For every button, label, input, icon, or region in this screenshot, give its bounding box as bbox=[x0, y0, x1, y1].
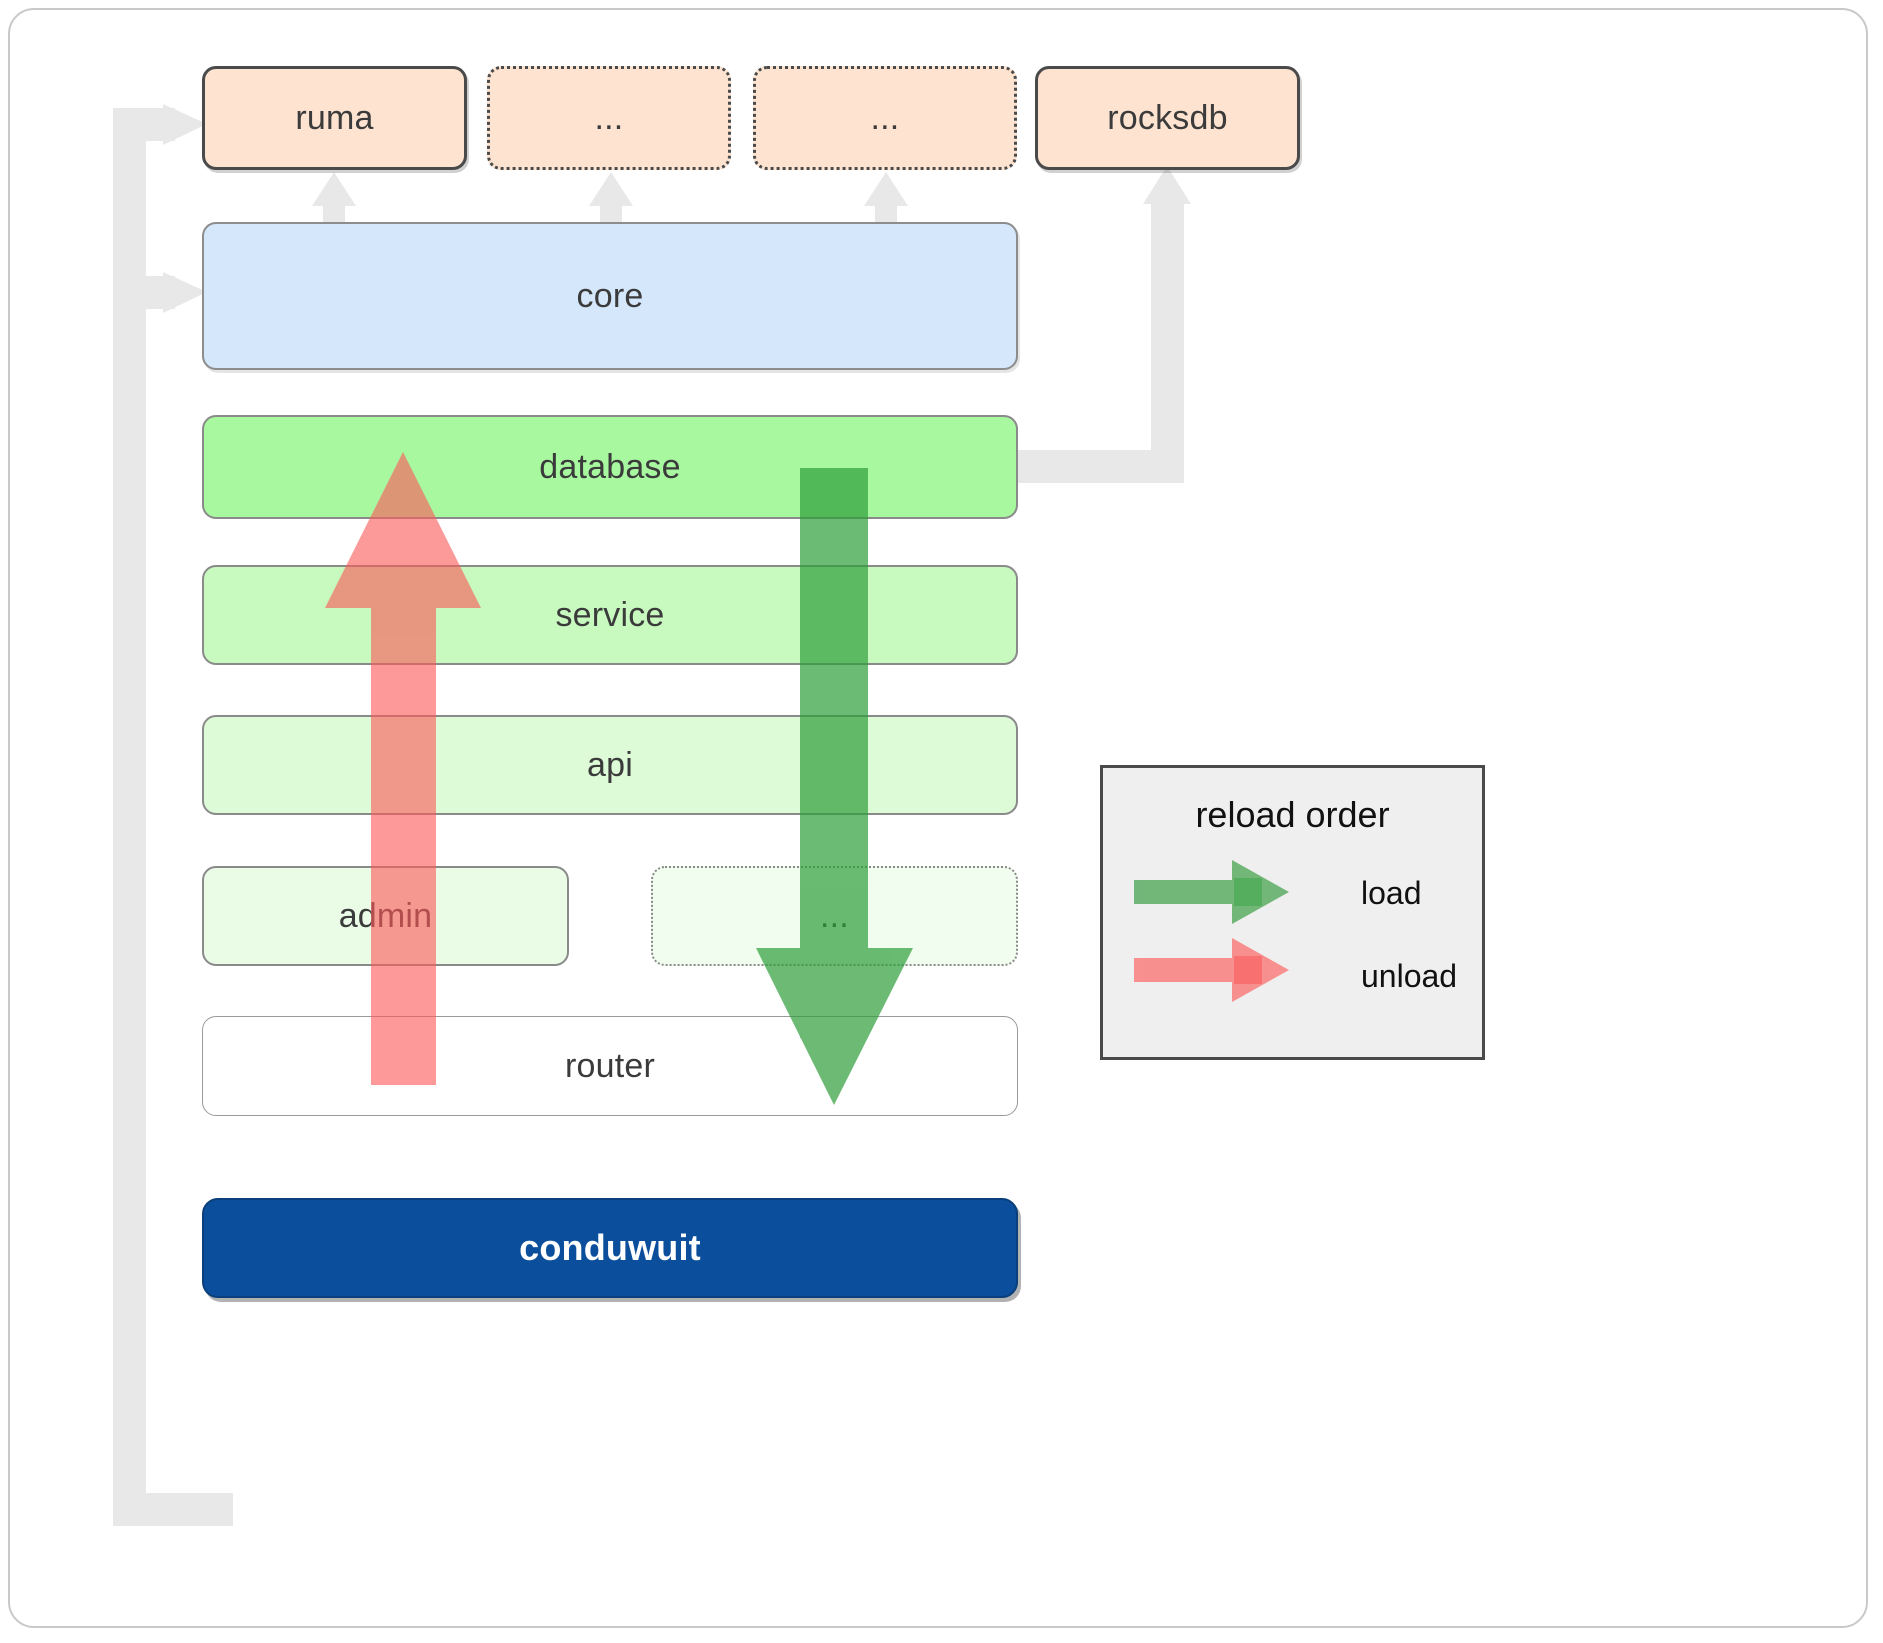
layer-box-database[interactable]: database bbox=[202, 415, 1018, 519]
dep-label-more-1: ... bbox=[594, 98, 624, 137]
legend-box: reload order load unload bbox=[1100, 765, 1485, 1060]
dep-box-more-1[interactable]: ... bbox=[487, 66, 731, 170]
layer-box-api[interactable]: api bbox=[202, 715, 1018, 815]
root-box-conduwuit[interactable]: conduwuit bbox=[202, 1198, 1018, 1298]
dep-box-more-2[interactable]: ... bbox=[753, 66, 1017, 170]
dep-box-ruma[interactable]: ruma bbox=[202, 66, 467, 170]
layer-label-api: api bbox=[587, 745, 633, 784]
unload-swatch-icon bbox=[1134, 938, 1289, 1002]
layer-box-service[interactable]: service bbox=[202, 565, 1018, 665]
dep-label-more-2: ... bbox=[870, 98, 900, 137]
layer-label-more: ... bbox=[820, 896, 849, 935]
legend-label-load: load bbox=[1361, 875, 1422, 911]
layer-label-router: router bbox=[564, 1046, 656, 1085]
layer-box-more[interactable]: ... bbox=[651, 866, 1018, 966]
legend-arrow-icons bbox=[1134, 860, 1289, 1002]
layer-label-service: service bbox=[555, 595, 665, 634]
layer-label-admin: admin bbox=[338, 896, 433, 935]
legend-title: reload order bbox=[1195, 794, 1390, 835]
core-label: core bbox=[576, 276, 644, 315]
layer-label-database: database bbox=[539, 447, 681, 486]
dep-box-rocksdb[interactable]: rocksdb bbox=[1035, 66, 1300, 170]
legend-label-unload: unload bbox=[1361, 958, 1458, 994]
core-box[interactable]: core bbox=[202, 222, 1018, 370]
layer-box-admin[interactable]: admin bbox=[202, 866, 569, 966]
load-swatch-icon bbox=[1134, 860, 1289, 924]
dep-label-ruma: ruma bbox=[295, 98, 374, 137]
layer-box-router[interactable]: router bbox=[202, 1016, 1018, 1116]
root-label: conduwuit bbox=[519, 1227, 701, 1268]
dep-label-rocksdb: rocksdb bbox=[1107, 98, 1228, 137]
